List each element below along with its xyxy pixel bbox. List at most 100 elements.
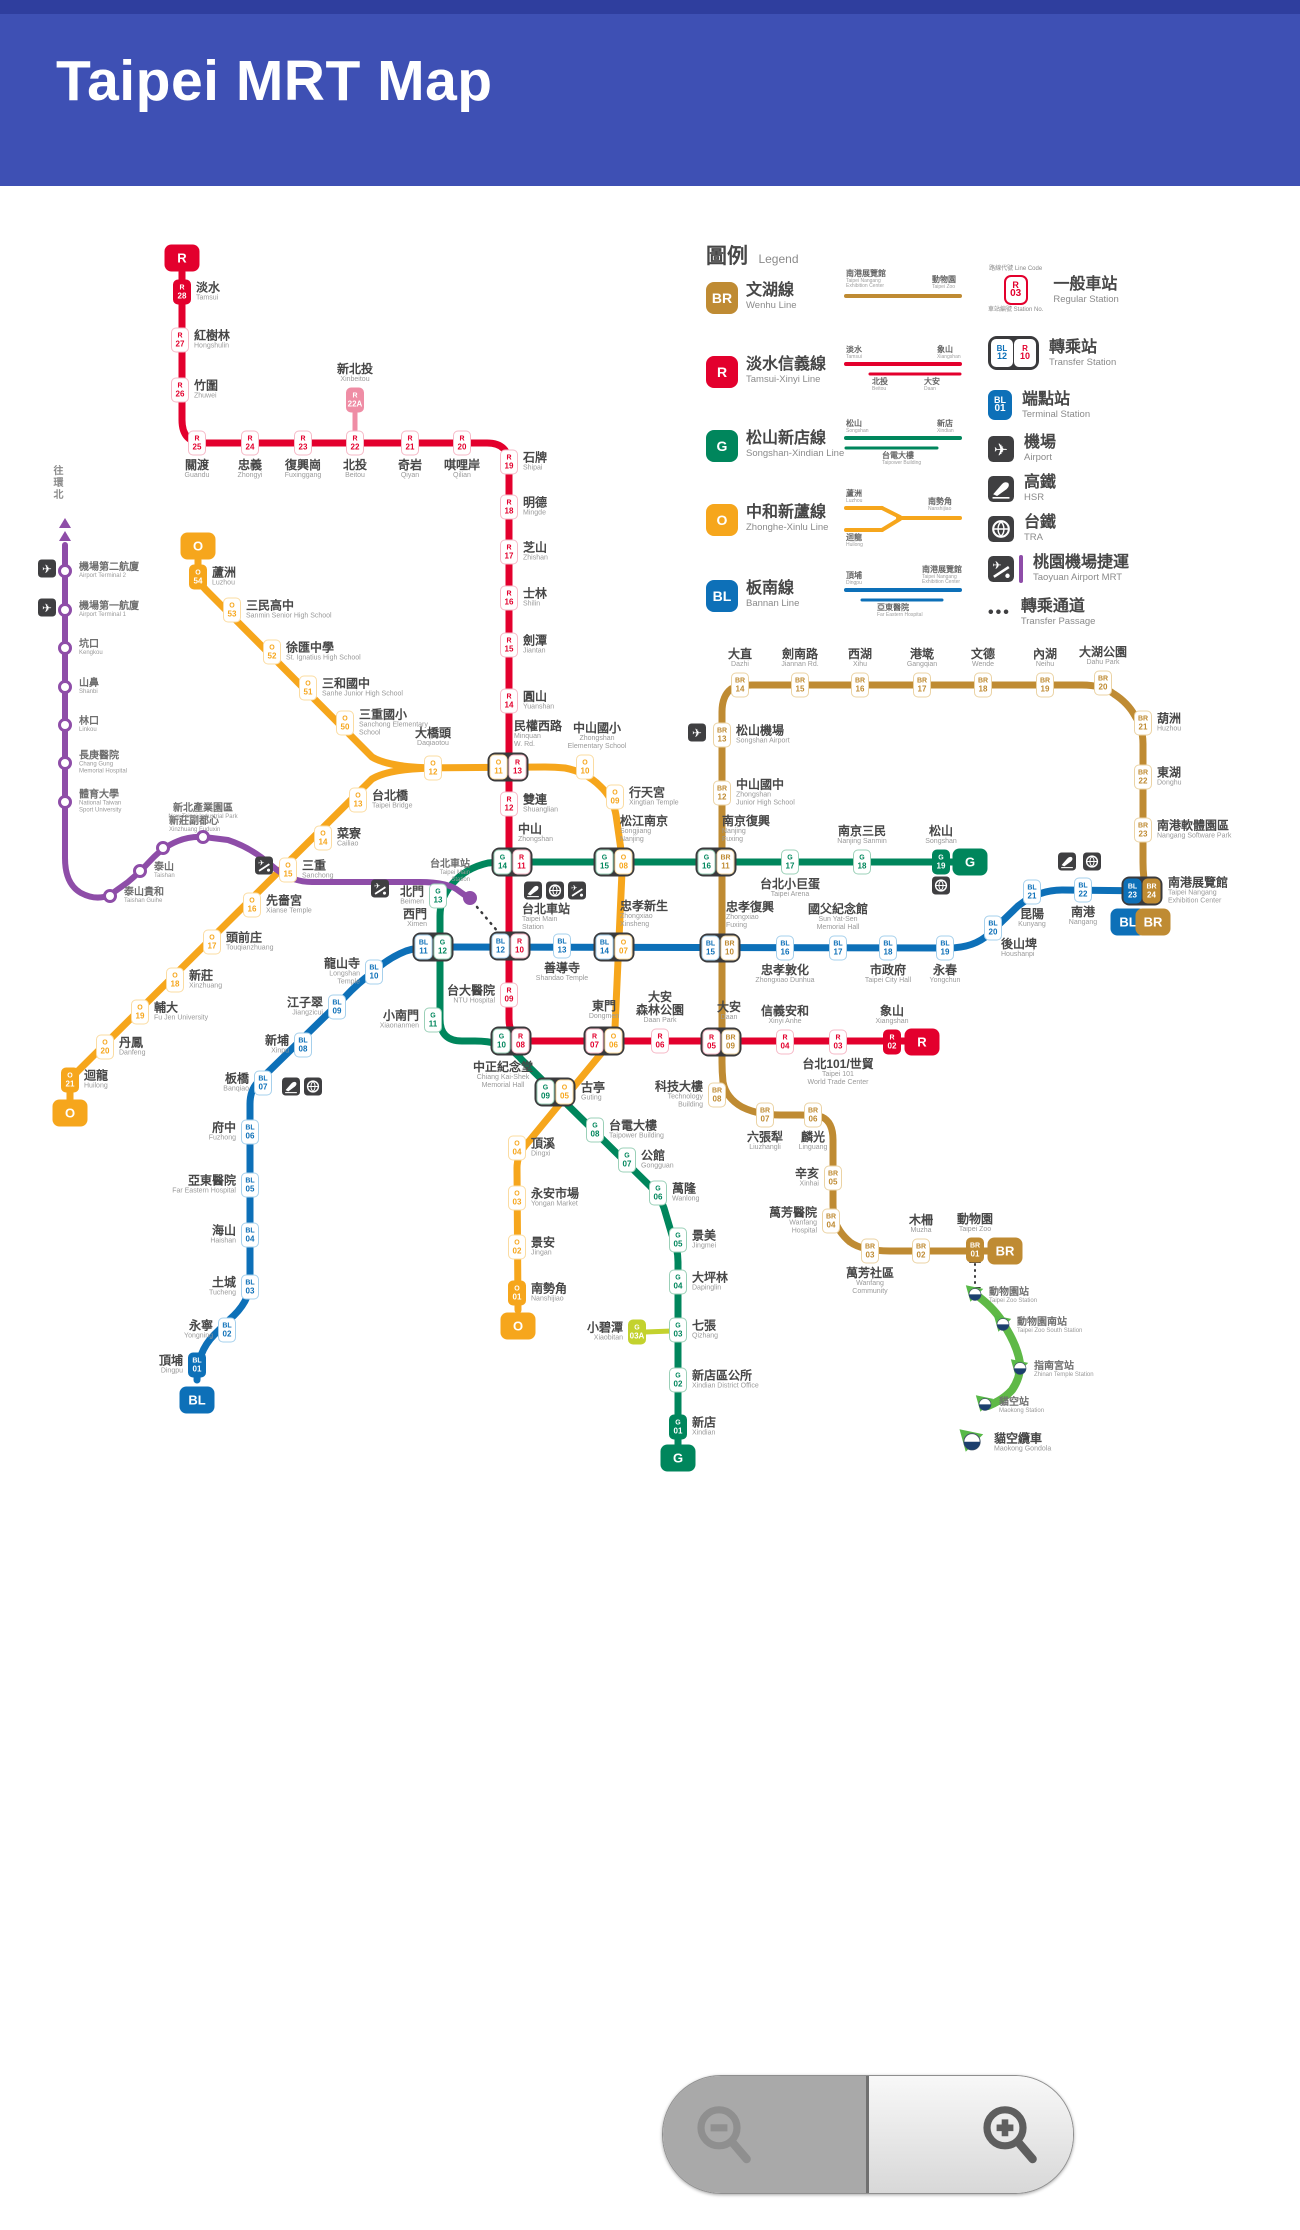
airplane-icon: ✈ [38, 559, 56, 583]
legend-line-zh: 中和新蘆線 [746, 504, 827, 521]
station-airportmrt [58, 603, 72, 617]
gondola-station-icon [964, 1283, 986, 1310]
terminal-badge-BR: BR [987, 1237, 1023, 1265]
legend-type-zh: 桃園機場捷運 [1033, 554, 1130, 571]
legend-line-en: Songshan-Xindian Line [746, 448, 845, 459]
zoom-control [662, 2075, 1074, 2194]
station-airportmrt [133, 864, 147, 878]
gondola-station-icon [1009, 1357, 1031, 1384]
legend-type-en: TRA [1024, 532, 1043, 543]
zoom-in-button[interactable] [869, 2076, 1073, 2193]
station-airportmrt [58, 641, 72, 655]
svg-text:✈: ✈ [994, 439, 1008, 459]
airport-mrt-icon: ✈ [255, 856, 273, 880]
gondola-station-icon [974, 1393, 996, 1420]
hsr-icon [988, 475, 1014, 502]
legend-line-en: Zhonghe-Xinlu Line [746, 522, 829, 533]
svg-text:✈: ✈ [692, 726, 702, 740]
legend-line-badge-O: O [706, 504, 738, 536]
legend-line-en: Wenhu Line [746, 300, 797, 311]
station-airportmrt [58, 680, 72, 694]
legend-type-zh: 台鐵 [1024, 514, 1057, 531]
line-transfer-passage-main-station [475, 905, 501, 935]
svg-text:✈: ✈ [374, 882, 380, 891]
legend-line-zh: 淡水信義線 [746, 356, 827, 373]
legend-type-zh: 端點站 [1022, 390, 1071, 408]
tra-icon [304, 1077, 322, 1101]
legend-title-en: Legend [758, 252, 799, 266]
page-title: Taipei MRT Map [56, 49, 493, 113]
airplane-icon: ✈ [38, 598, 56, 622]
legend-title: 圖例 Legend [706, 240, 799, 270]
tra-icon [932, 876, 950, 900]
terminal-badge-R: R [904, 1028, 940, 1056]
hsr-icon [524, 881, 542, 905]
tra-icon [988, 515, 1014, 542]
legend-title-zh: 圖例 [706, 245, 748, 268]
airplane-icon: ✈ [688, 723, 706, 747]
legend-type-zh: 轉乘通道 [1020, 598, 1085, 615]
legend-line-zh: 文湖線 [746, 282, 795, 299]
zoom-out-button[interactable] [663, 2076, 869, 2193]
terminal-badge-BL: BL [179, 1386, 215, 1414]
airport-mrt-icon: ✈ [371, 879, 389, 903]
legend-note-bottom: 車站編號 Station No. [988, 307, 1044, 313]
svg-text:✈: ✈ [571, 884, 577, 893]
